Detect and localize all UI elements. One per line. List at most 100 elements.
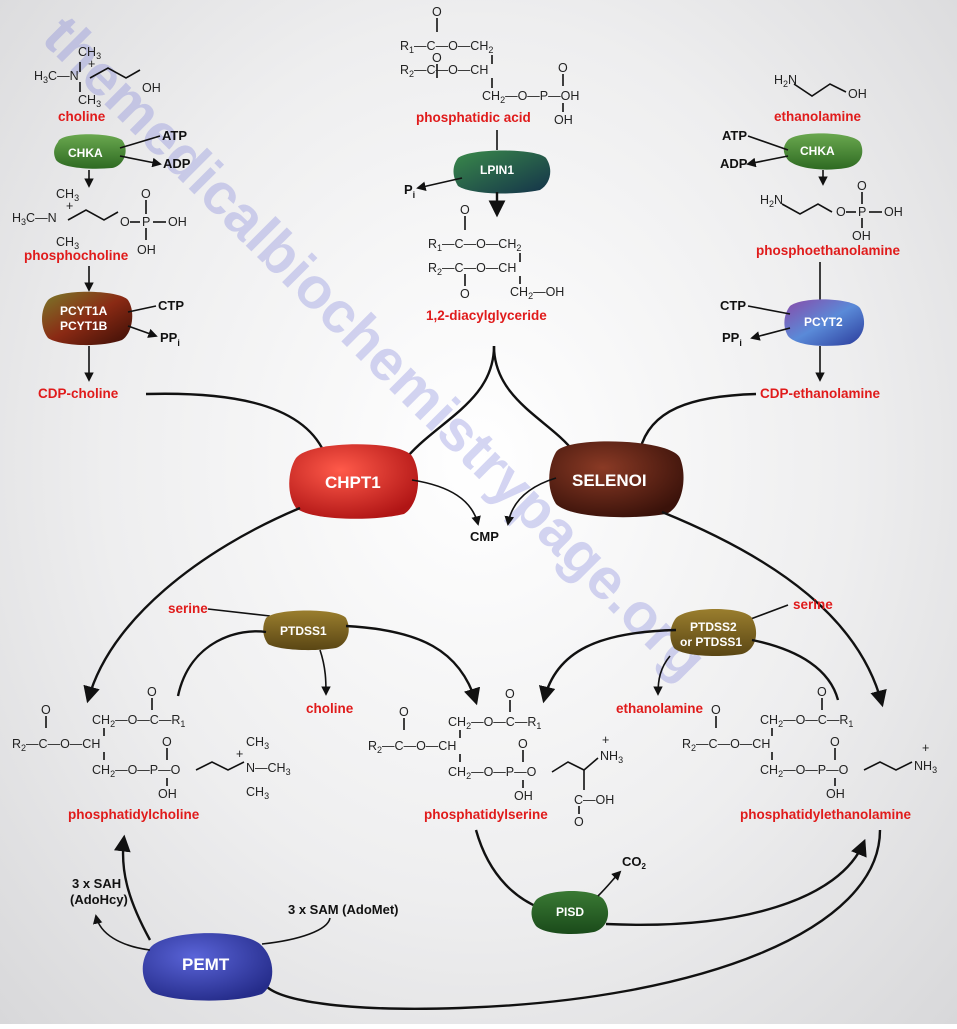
svg-text:OH: OH <box>884 205 903 219</box>
svg-text:OH: OH <box>168 215 187 229</box>
svg-text:H3C—N: H3C—N <box>12 211 57 227</box>
sam-label: 3 x SAM (AdoMet) <box>288 902 399 917</box>
ptdss2-label-line1: PTDSS2 <box>690 620 737 634</box>
svg-text:OH: OH <box>852 229 871 243</box>
dag-to-selenoi <box>492 345 575 453</box>
sam-to-pemt <box>261 917 331 945</box>
svg-text:CH2—O—C—R1: CH2—O—C—R1 <box>760 713 853 729</box>
svg-text:+: + <box>922 741 929 755</box>
diacylglyceride-structure: O R1—C—O—CH2 O R2—C—O—CH CH2—OH <box>428 203 564 301</box>
svg-text:OH: OH <box>554 113 573 127</box>
svg-text:R2—C—O—CH: R2—C—O—CH <box>400 63 488 79</box>
pc-to-ptdss1 <box>176 630 267 697</box>
pisd-to-pe <box>605 838 867 926</box>
chpt1-to-cmp <box>411 479 481 526</box>
cdp-ethanolamine-to-selenoi <box>638 392 757 451</box>
selenoi-to-cmp <box>504 477 557 526</box>
svg-text:CH2—O—P—O: CH2—O—P—O <box>448 765 537 781</box>
svg-text:OH: OH <box>826 787 845 801</box>
svg-text:P: P <box>858 205 866 219</box>
pisd-co2-release <box>597 870 622 897</box>
cdp-ethanolamine-label: CDP-ethanolamine <box>760 386 881 401</box>
svg-text:+: + <box>88 57 95 71</box>
phosphoethanolamine-label: phosphoethanolamine <box>756 243 900 258</box>
ctp-left: CTP <box>158 298 184 313</box>
svg-text:N—CH3: N—CH3 <box>246 761 291 777</box>
svg-text:CH2—O—P—OH: CH2—O—P—OH <box>482 89 579 105</box>
ptdss1-enzyme <box>263 610 349 651</box>
pcyt2-enzyme <box>784 299 865 346</box>
phosphatidylserine-structure: O R2—C—O—CH CH2—O—C—R1 O CH2—O—P—O O OH … <box>368 687 623 829</box>
phosphatidic-acid-label: phosphatidic acid <box>416 110 531 125</box>
sah-label-line1: 3 x SAH <box>72 876 121 891</box>
pcyt2-label: PCYT2 <box>804 315 843 329</box>
ethanolamine-out-label: ethanolamine <box>616 701 704 716</box>
lpin1-label: LPIN1 <box>480 163 514 177</box>
svg-text:CH2—OH: CH2—OH <box>510 285 564 301</box>
atp-right: ATP <box>722 128 747 143</box>
adp-left: ADP <box>163 156 191 171</box>
svg-text:R2—C—O—CH: R2—C—O—CH <box>682 737 770 753</box>
ptdss1-to-ps <box>345 624 481 706</box>
pcyt1-label-line2: PCYT1B <box>60 319 108 333</box>
diacylglyceride-label: 1,2-diacylglyceride <box>426 308 547 323</box>
serine-right-label: serine <box>793 597 833 612</box>
svg-text:O: O <box>857 179 867 193</box>
svg-text:O: O <box>711 703 721 717</box>
svg-text:O: O <box>836 205 846 219</box>
phosphocholine-label: phosphocholine <box>24 248 129 263</box>
dag-to-chpt1 <box>407 345 496 457</box>
svg-text:+: + <box>66 199 73 213</box>
choline-out-label: choline <box>306 701 354 716</box>
ptdss1-choline-release <box>319 649 331 696</box>
pisd-label: PISD <box>556 905 584 919</box>
svg-text:O: O <box>460 203 470 217</box>
svg-text:O: O <box>505 687 515 701</box>
svg-text:CH3: CH3 <box>246 735 269 751</box>
adp-right: ADP <box>720 156 748 171</box>
svg-text:H2N: H2N <box>760 193 783 209</box>
svg-text:R2—C—O—CH: R2—C—O—CH <box>368 739 456 755</box>
svg-text:C—OH: C—OH <box>574 793 614 807</box>
pe-to-pemt <box>265 829 882 1010</box>
phosphatidylcholine-structure: O R2—C—O—CH CH2—O—C—R1 O CH2—O—P—O O OH … <box>12 685 291 801</box>
chka-enzyme-left <box>54 134 126 169</box>
svg-text:CH2—O—C—R1: CH2—O—C—R1 <box>92 713 185 729</box>
pemt-sah-release <box>92 914 151 951</box>
cmp-label: CMP <box>470 529 499 544</box>
sah-label-line2: (AdoHcy) <box>70 892 128 907</box>
phosphoethanolamine-structure: H2N O P O OH OH <box>760 179 903 243</box>
pe-to-ptdss2 <box>751 638 840 701</box>
phosphatidylethanolamine-label: phosphatidylethanolamine <box>740 807 912 822</box>
pemt-to-pc <box>114 834 152 941</box>
svg-text:CH3: CH3 <box>78 93 101 109</box>
chka-left-label: CHKA <box>68 146 103 160</box>
lpin1-enzyme <box>453 150 551 194</box>
ps-to-pisd <box>474 829 541 910</box>
serine-left-label: serine <box>168 601 208 616</box>
svg-text:R2—C—O—CH: R2—C—O—CH <box>428 261 516 277</box>
pcyt1-label-line1: PCYT1A <box>60 304 108 318</box>
svg-text:OH: OH <box>137 243 156 257</box>
ptdss2-label-line2: or PTDSS1 <box>680 635 742 649</box>
ptdss1-label: PTDSS1 <box>280 624 327 638</box>
svg-text:O: O <box>432 5 442 19</box>
cdp-choline-to-chpt1 <box>145 392 326 453</box>
pi-label: Pi <box>404 182 415 200</box>
svg-text:O: O <box>162 735 172 749</box>
svg-text:O: O <box>558 61 568 75</box>
ethanolamine-structure: H2N OH <box>774 73 867 101</box>
svg-text:R1—C—O—CH2: R1—C—O—CH2 <box>400 39 493 55</box>
watermark-text: themedicalbiochemistrypage.org <box>31 3 720 692</box>
svg-text:CH3: CH3 <box>246 785 269 801</box>
selenoi-to-pe <box>661 510 887 708</box>
phosphatidylserine-label: phosphatidylserine <box>424 807 548 822</box>
svg-text:CH3: CH3 <box>78 45 101 61</box>
choline-structure: H3C—N CH3 CH3 + OH <box>34 45 161 109</box>
phosphocholine-structure: H3C—N CH3 CH3 + O P O OH OH <box>12 187 187 257</box>
ppi-left: PPi <box>160 330 180 348</box>
pcyt1-enzyme <box>42 291 133 346</box>
selenoi-label: SELENOI <box>572 471 647 490</box>
selenoi-enzyme <box>549 441 684 518</box>
